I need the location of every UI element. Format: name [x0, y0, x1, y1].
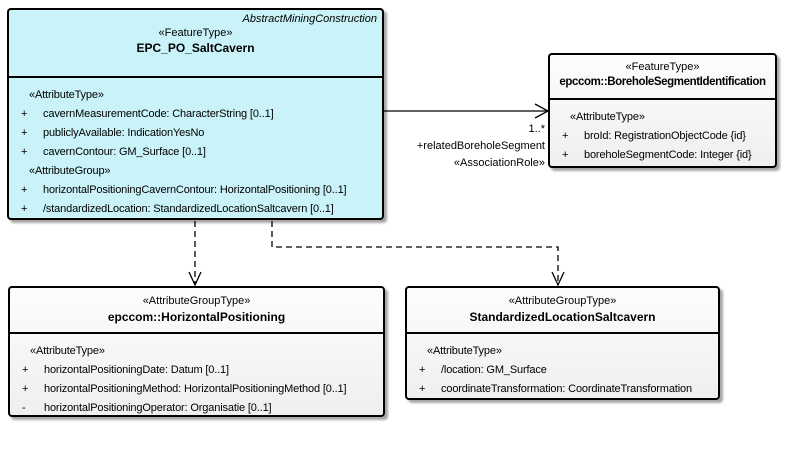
association-related-borehole-segment[interactable] — [384, 103, 550, 119]
multiplicity-label: 1..* — [528, 123, 545, 135]
class-stereotype: «FeatureType» — [625, 61, 700, 73]
attribute-row: + /location: GM_Surface — [419, 363, 547, 376]
attribute-compartment: «AttributeType» + broId: RegistrationObj… — [550, 100, 775, 164]
attribute-compartment: «AttributeType» + cavernMeasurementCode:… — [9, 78, 382, 218]
association-stereotype-label: «AssociationRole» — [453, 157, 545, 169]
attribute-compartment: «AttributeType» + /location: GM_Surface … — [407, 334, 718, 398]
attribute-row: + horizontalPositioningDate: Datum [0..1… — [22, 363, 229, 376]
attribute-row: + cavernMeasurementCode: CharacterString… — [21, 107, 274, 120]
stereotype-row: «AttributeType» — [570, 110, 645, 123]
stereotype-row: «AttributeType» — [29, 88, 104, 101]
class-epc-po-saltcavern[interactable]: AbstractMiningConstruction «FeatureType»… — [7, 8, 384, 220]
class-borehole-segment-identification[interactable]: «FeatureType» epccom::BoreholeSegmentIde… — [548, 53, 777, 168]
attribute-row: + horizontalPositioningCavernContour: Ho… — [21, 183, 347, 196]
class-name: epccom::BoreholeSegmentIdentification — [559, 76, 766, 88]
stereotype-row: «AttributeGroup» — [29, 164, 111, 177]
role-label: +relatedBoreholeSegment — [416, 140, 545, 152]
stereotype-row: «AttributeType» — [427, 344, 502, 357]
class-name: epccom::HorizontalPositioning — [107, 310, 286, 324]
attribute-row: + boreholeSegmentCode: Integer {id} — [562, 148, 752, 161]
attribute-compartment: «AttributeType» + horizontalPositioningD… — [10, 334, 383, 417]
class-name: StandardizedLocationSaltcavern — [469, 310, 656, 324]
dependency-horizontal-positioning[interactable] — [188, 221, 202, 287]
attribute-row: + broId: RegistrationObjectCode {id} — [562, 129, 746, 142]
class-stereotype: «AttributeGroupType» — [142, 295, 251, 307]
attribute-row: + coordinateTransformation: CoordinateTr… — [419, 382, 692, 395]
association-labels: 1..* +relatedBoreholeSegment «Associatio… — [417, 121, 545, 172]
attribute-row: + publiclyAvailable: IndicationYesNo — [21, 126, 205, 139]
attribute-row: + horizontalPositioningMethod: Horizonta… — [22, 382, 347, 395]
attribute-row: + cavernContour: GM_Surface [0..1] — [21, 145, 206, 158]
class-name: EPC_PO_SaltCavern — [136, 41, 255, 55]
class-stereotype: «FeatureType» — [158, 27, 233, 39]
dependency-standardized-location[interactable] — [271, 221, 565, 287]
stereotype-row: «AttributeType» — [30, 344, 105, 357]
open-arrowhead-icon — [551, 271, 565, 287]
abstract-parent-label: AbstractMiningConstruction — [242, 13, 377, 25]
class-stereotype: «AttributeGroupType» — [508, 295, 617, 307]
class-standardized-location-saltcavern[interactable]: «AttributeGroupType» StandardizedLocatio… — [405, 286, 720, 400]
open-arrowhead-icon — [188, 271, 202, 287]
attribute-row: - horizontalPositioningOperator: Organis… — [22, 401, 272, 414]
attribute-row: + /standardizedLocation: StandardizedLoc… — [21, 202, 334, 215]
class-horizontal-positioning[interactable]: «AttributeGroupType» epccom::HorizontalP… — [8, 286, 385, 417]
